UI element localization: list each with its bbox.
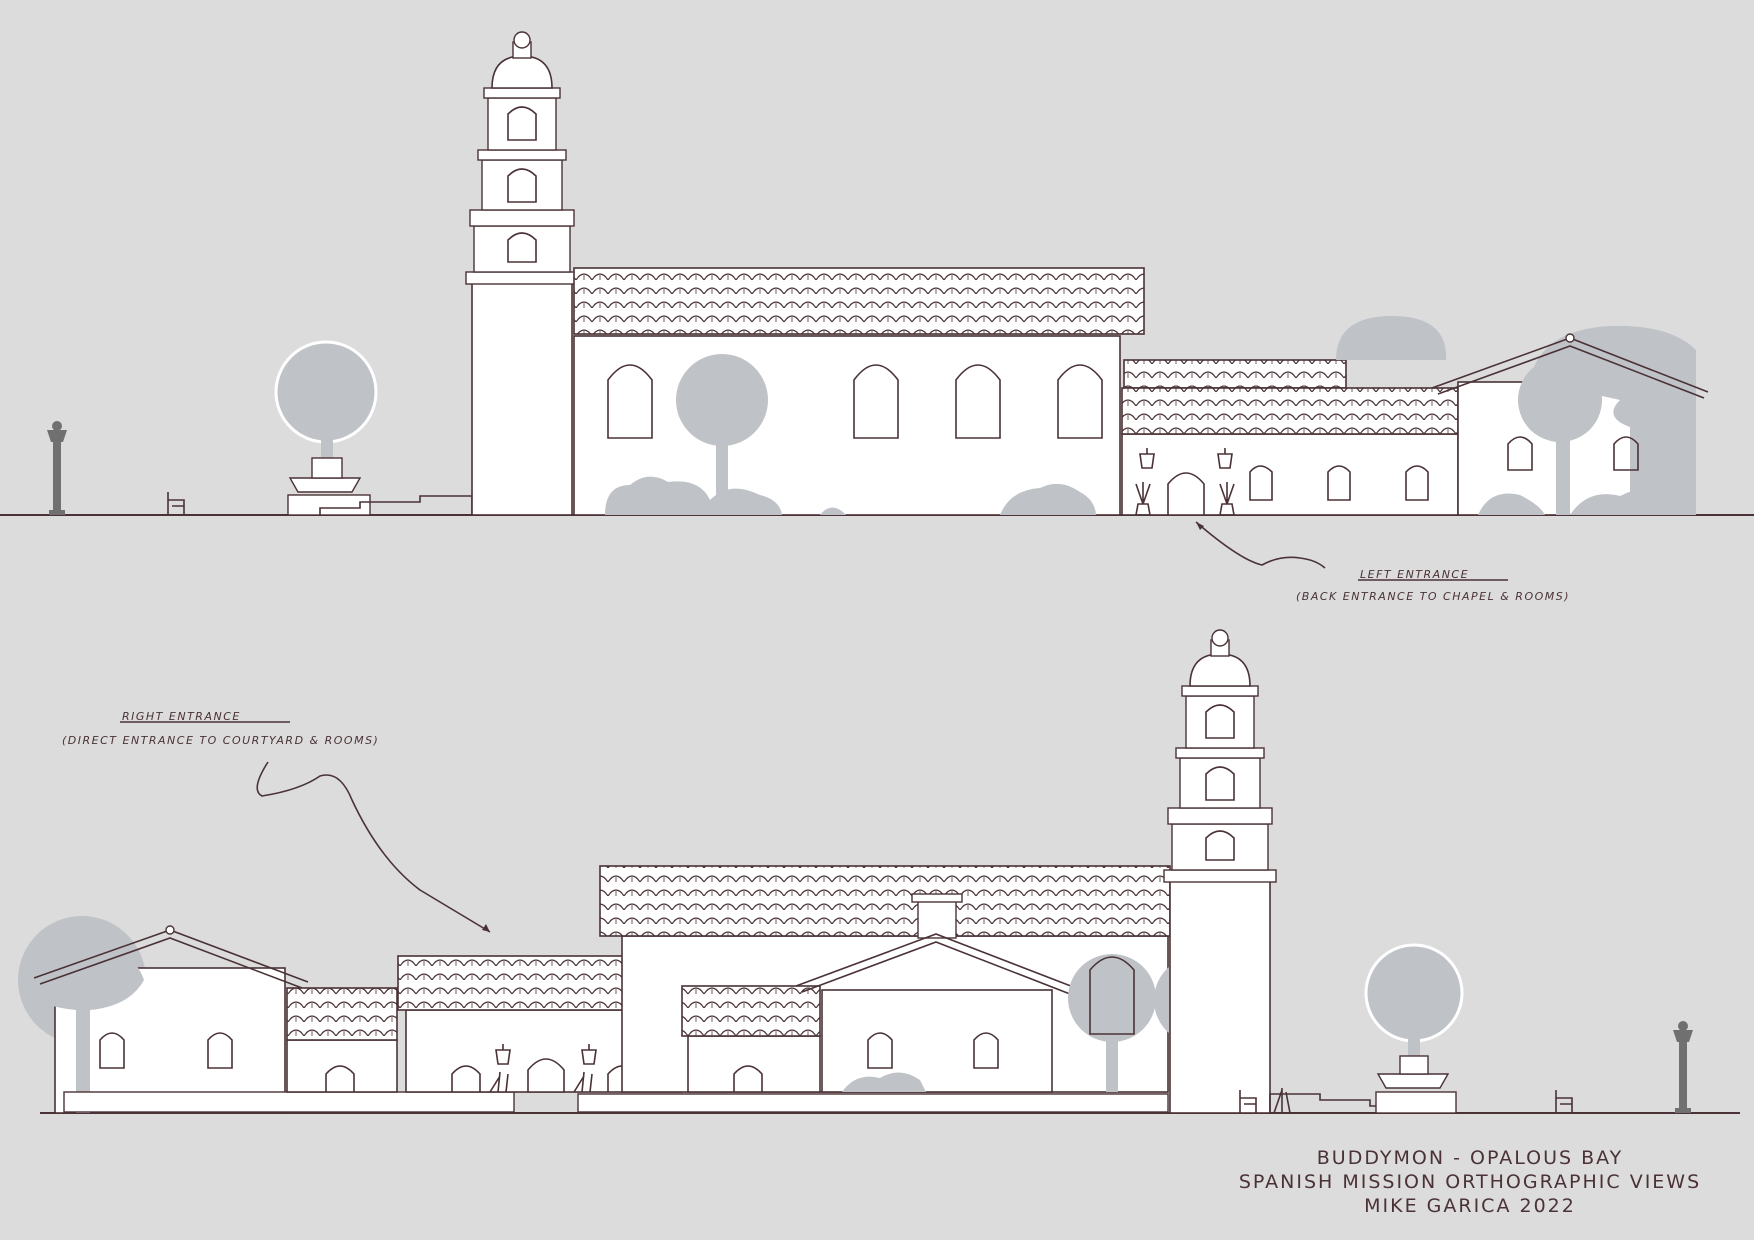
entrance-stairs [319, 495, 473, 515]
lamp-post-icon [47, 421, 67, 515]
left-entrance-title: LEFT ENTRANCE [1360, 568, 1469, 581]
bottom-elevation-view: RIGHT ENTRANCE (DIRECT ENTRANCE TO COURT… [18, 629, 1740, 1114]
gabled-end-building [1431, 325, 1709, 516]
bottom-entrance-stairs [1269, 1093, 1410, 1113]
right-entrance-annotation: RIGHT ENTRANCE (DIRECT ENTRANCE TO COURT… [62, 710, 491, 933]
title-line-subject: SPANISH MISSION ORTHOGRAPHIC VIEWS [1238, 1171, 1702, 1193]
right-entrance-title: RIGHT ENTRANCE [122, 710, 241, 723]
lamp-post-icon [1673, 1021, 1693, 1113]
bottom-bell-tower [1163, 629, 1277, 1114]
left-wing-rooms [1121, 316, 1459, 516]
chapel-nave [573, 267, 1145, 516]
title-line-project: BUDDYMON - OPALOUS BAY [1316, 1147, 1624, 1169]
right-entrance-note: (DIRECT ENTRANCE TO COURTYARD & ROOMS) [62, 734, 379, 747]
left-entrance-annotation: LEFT ENTRANCE (BACK ENTRANCE TO CHAPEL &… [1195, 521, 1570, 603]
bench-icon [167, 492, 185, 515]
title-line-author: MIKE GARICA 2022 [1364, 1195, 1576, 1217]
wall-lantern-icon [495, 1044, 597, 1065]
top-elevation-view: LEFT ENTRANCE (BACK ENTRANCE TO CHAPEL &… [0, 31, 1754, 603]
chapel-windows [607, 364, 1103, 439]
wall-lantern-icon [1139, 448, 1233, 469]
bottom-left-gabled-building [18, 916, 515, 1114]
bell-tower [465, 31, 579, 516]
potted-plant-icon [1273, 1088, 1291, 1114]
bottom-courtyard-building [577, 893, 1169, 1113]
left-entrance-note: (BACK ENTRANCE TO CHAPEL & ROOMS) [1296, 590, 1570, 603]
bottom-fountain-tree [1364, 943, 1464, 1114]
title-block: BUDDYMON - OPALOUS BAY SPANISH MISSION O… [1210, 1146, 1730, 1218]
fountain-tree [274, 340, 378, 516]
potted-plant-icon [1135, 482, 1235, 516]
bench-icon [1239, 1090, 1257, 1113]
bench-icon [1555, 1090, 1573, 1113]
potted-plant-icon [489, 1071, 593, 1093]
